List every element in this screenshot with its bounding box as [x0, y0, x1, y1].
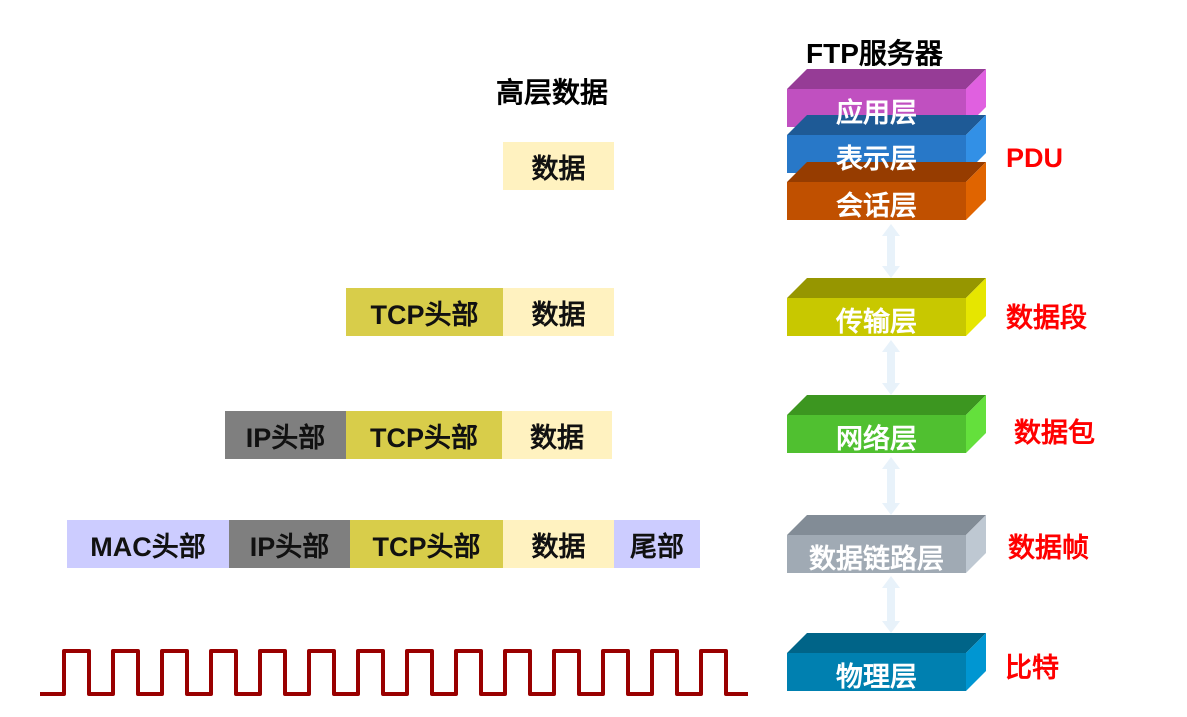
layer-block-shape	[787, 395, 986, 453]
layer-name: 网络层	[836, 424, 917, 454]
layer-block-shape	[787, 633, 986, 691]
frame-label: 数据帧	[1008, 533, 1089, 563]
tcp-header: TCP头部	[346, 288, 503, 336]
tcp-header: TCP头部	[346, 411, 502, 459]
segment-label: 数据段	[1006, 303, 1087, 333]
layer-name: 会话层	[836, 191, 917, 221]
ip-header: IP头部	[225, 411, 346, 459]
double-arrow-icon	[882, 340, 900, 395]
data-segment: 数据	[503, 520, 614, 568]
ip-header: IP头部	[229, 520, 350, 568]
double-arrow-icon	[882, 576, 900, 633]
layer-name: 数据链路层	[809, 544, 944, 574]
layer-block-shape	[787, 278, 986, 336]
mac-header: MAC头部	[67, 520, 229, 568]
data-segment: 数据	[503, 288, 614, 336]
bit-square-wave	[40, 649, 748, 696]
double-arrow-icon	[882, 457, 900, 515]
double-arrow-icon	[882, 224, 900, 278]
layer-block-shape	[787, 162, 986, 220]
layer-name: 应用层	[836, 98, 917, 128]
packet-label: 数据包	[1014, 418, 1095, 448]
pdu-label: PDU	[1006, 143, 1064, 173]
server-title: FTP服务器	[806, 38, 943, 69]
data-segment: 数据	[503, 142, 614, 190]
layer-name: 物理层	[836, 662, 917, 692]
upper-data-title: 高层数据	[496, 77, 609, 108]
trailer: 尾部	[614, 520, 700, 568]
tcp-header: TCP头部	[350, 520, 503, 568]
data-segment: 数据	[502, 411, 612, 459]
layer-name: 传输层	[836, 307, 917, 337]
bit-label: 比特	[1005, 653, 1059, 683]
layer-block-shape	[787, 515, 986, 573]
layer-name: 表示层	[836, 144, 917, 174]
